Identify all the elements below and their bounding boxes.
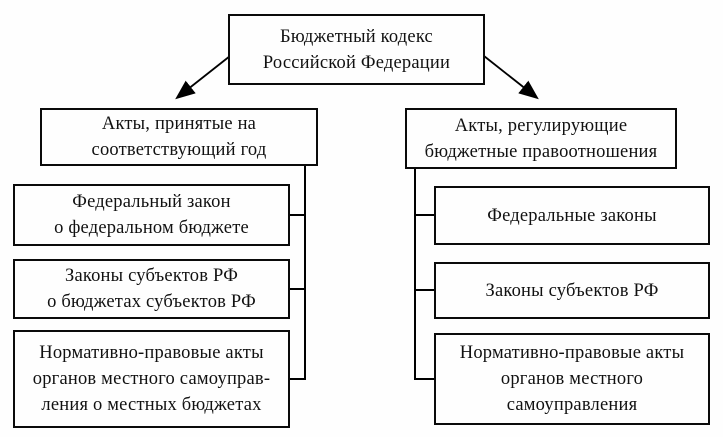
node-text-line: о бюджетах субъектов РФ <box>47 292 256 312</box>
node-text-line: Бюджетный кодекс <box>280 26 433 47</box>
node-text-line: Акты, регулирующие <box>454 115 628 136</box>
node-acts-for-year: Акты, принятые на соответствующий год <box>40 108 318 166</box>
root-to-right-arrow <box>483 55 539 100</box>
node-text-line: Нормативно-правовые акты <box>39 343 264 363</box>
node-text-line: Акты, принятые на <box>101 114 257 134</box>
node-text-line: Законы субъектов РФ <box>485 280 659 301</box>
node-text-line: бюджетные правоотношения <box>424 141 658 162</box>
node-federal-laws: Федеральные законы <box>434 186 710 245</box>
right-branch-connectors <box>414 169 434 380</box>
node-local-budget-acts: Нормативно-правовые акты органов местног… <box>13 330 290 428</box>
node-text-line: самоуправления <box>506 395 638 415</box>
node-text-line: ления о местных бюджетах <box>41 395 262 415</box>
node-text-line: Федеральный закон <box>72 192 231 212</box>
node-subject-budget-laws: Законы субъектов РФ о бюджетах субъектов… <box>13 259 290 319</box>
left-branch-connectors <box>290 166 306 380</box>
node-text-line: Российской Федерации <box>262 52 451 73</box>
node-text-line: органов местного <box>500 369 644 389</box>
node-text-line: соответствующий год <box>91 140 267 160</box>
node-local-government-acts: Нормативно-правовые акты органов местног… <box>434 333 710 425</box>
node-text-line: Федеральные законы <box>487 205 657 226</box>
root-to-left-arrow <box>175 55 231 100</box>
node-text-line: Законы субъектов РФ <box>64 266 239 286</box>
node-budget-code: Бюджетный кодекс Российской Федерации <box>228 14 485 85</box>
node-subject-laws: Законы субъектов РФ <box>434 262 710 319</box>
node-text-line: Нормативно-правовые акты <box>459 343 685 363</box>
node-text-line: органов местного самоуправ- <box>32 369 271 389</box>
node-acts-regulating: Акты, регулирующие бюджетные правоотноше… <box>405 108 677 169</box>
node-federal-budget-law: Федеральный закон о федеральном бюджете <box>13 184 290 246</box>
node-text-line: о федеральном бюджете <box>54 218 249 238</box>
